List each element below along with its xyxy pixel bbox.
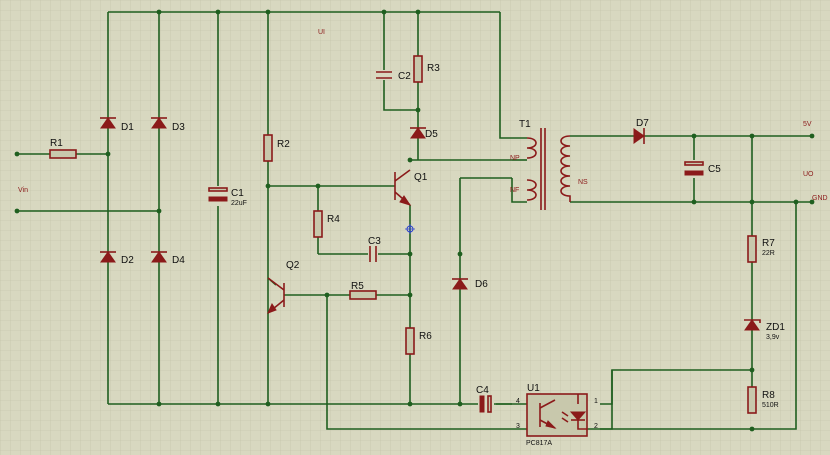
r3-label: R3 <box>427 63 440 74</box>
diode-d7[interactable]: D7 <box>633 118 649 144</box>
np-label: NP <box>510 155 520 162</box>
d2-label: D2 <box>121 255 134 266</box>
r7-value: 22R <box>762 250 775 257</box>
zener-zd1[interactable]: ZD1 3,9v <box>744 319 785 341</box>
resistor-r7[interactable]: R7 22R <box>747 235 775 263</box>
capacitor-c5[interactable]: C5 <box>684 160 721 178</box>
diode-d3[interactable]: D3 <box>151 117 185 133</box>
probe-marker[interactable] <box>405 224 415 234</box>
u1-pin4: 4 <box>516 398 520 405</box>
zd1-value: 3,9v <box>766 334 780 341</box>
d7-label: D7 <box>636 118 649 129</box>
t1-label: T1 <box>519 119 531 130</box>
r6-label: R6 <box>419 331 432 342</box>
capacitor-c2[interactable]: C2 <box>376 70 411 82</box>
transistor-q1[interactable]: Q1 <box>394 169 428 206</box>
capacitor-c1[interactable]: C1 22uF <box>208 186 247 207</box>
diode-d4[interactable]: D4 <box>151 251 185 266</box>
resistor-r2[interactable]: R2 <box>263 134 290 162</box>
ui-label: UI <box>318 29 325 36</box>
capacitor-c4[interactable]: C4 <box>476 385 494 413</box>
zd1-label: ZD1 <box>766 322 785 333</box>
ns-label: NS <box>578 179 588 186</box>
resistor-r8[interactable]: R8 510R <box>747 386 779 414</box>
r8-value: 510R <box>762 402 779 409</box>
d1-label: D1 <box>121 122 134 133</box>
d5-label: D5 <box>425 129 438 140</box>
r7-label: R7 <box>762 238 775 249</box>
out-5v-label: 5V <box>803 121 812 128</box>
diode-d1[interactable]: D1 <box>100 117 134 133</box>
transistor-q2[interactable]: Q2 <box>267 260 300 314</box>
d6-label: D6 <box>475 279 488 290</box>
resistor-r5[interactable]: R5 <box>349 281 377 300</box>
r1-label: R1 <box>50 138 63 149</box>
resistor-r3[interactable]: R3 <box>413 55 440 83</box>
optocoupler-u1[interactable]: U1 PC817A 4 3 1 2 <box>516 383 598 447</box>
q2-label: Q2 <box>286 260 300 271</box>
d3-label: D3 <box>172 122 185 133</box>
u1-part: PC817A <box>526 440 552 447</box>
r8-label: R8 <box>762 390 775 401</box>
c4-label: C4 <box>476 385 489 396</box>
resistor-r1[interactable]: R1 <box>49 138 77 159</box>
gnd-label: GND <box>812 195 828 202</box>
resistor-r6[interactable]: R6 <box>405 327 432 355</box>
c1-value: 22uF <box>231 200 247 207</box>
u1-pin3: 3 <box>516 423 520 430</box>
uo-label: UO <box>803 171 814 178</box>
junction-dots <box>14 9 815 432</box>
q1-label: Q1 <box>414 172 428 183</box>
c2-label: C2 <box>398 71 411 82</box>
vin-label: Vin <box>18 187 28 194</box>
c1-label: C1 <box>231 188 244 199</box>
d4-label: D4 <box>172 255 185 266</box>
nf-label: NF <box>510 187 519 194</box>
transformer-t1[interactable]: T1 NP NF NS <box>510 119 588 210</box>
r4-label: R4 <box>327 214 340 225</box>
u1-pin2: 2 <box>594 423 598 430</box>
diode-d5[interactable]: D5 <box>410 127 438 140</box>
r5-label: R5 <box>351 281 364 292</box>
diode-d2[interactable]: D2 <box>100 251 134 266</box>
diode-d6[interactable]: D6 <box>452 278 488 290</box>
r2-label: R2 <box>277 139 290 150</box>
c3-label: C3 <box>368 236 381 247</box>
resistor-r4[interactable]: R4 <box>313 210 340 238</box>
u1-label: U1 <box>527 383 540 394</box>
c5-label: C5 <box>708 164 721 175</box>
capacitor-c3[interactable]: C3 <box>368 236 381 262</box>
u1-pin1: 1 <box>594 398 598 405</box>
